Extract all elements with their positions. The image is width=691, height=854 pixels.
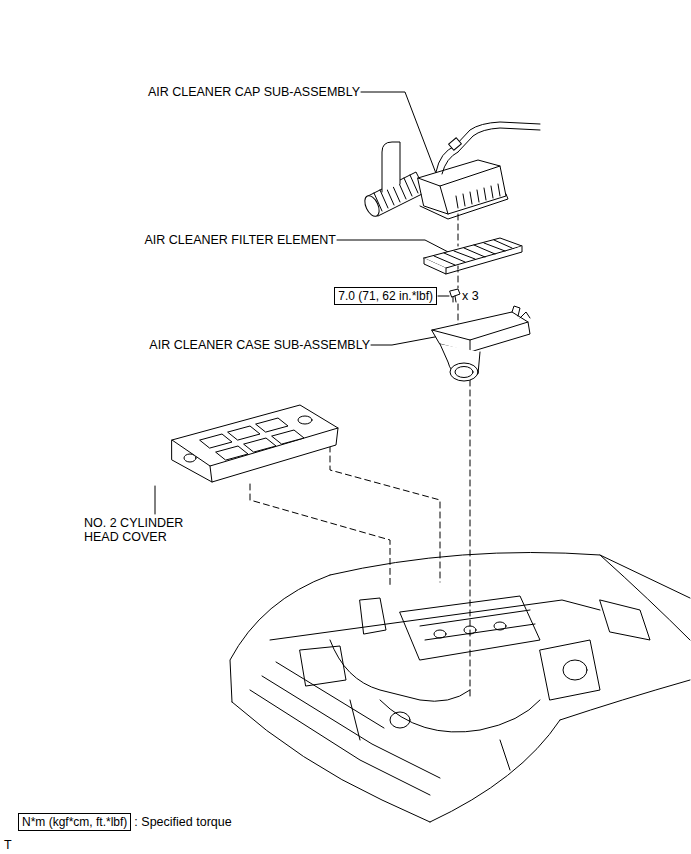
bolt-symbol [450,289,460,302]
engine-compartment-stroke [360,598,386,634]
assembly-lines-stroke [458,304,459,326]
air-cleaner-case-stroke [450,363,478,381]
air-cleaner-case-stroke [512,306,530,318]
engine-compartment-stroke [270,600,600,640]
figure-code: T [4,838,12,852]
engine-compartment-stroke [390,712,410,728]
part-name: AIR CLEANER CAP SUB-ASSEMBLY [148,85,360,99]
engine-compartment-stroke [330,553,690,599]
engine-compartment [230,553,690,823]
engine-compartment-stroke [330,640,470,701]
engine-compartment-stroke [464,626,476,634]
engine-compartment-stroke [434,630,446,638]
cylinder-head-cover-stroke [172,405,338,482]
cylinder-head-cover-stroke [200,418,304,460]
engine-compartment-stroke [600,555,690,640]
part-name: AIR CLEANER CASE SUB-ASSEMBLY [149,338,370,352]
leader-lines-stroke [438,296,449,297]
cylinder-head-cover [172,405,338,482]
engine-compartment-stroke [600,600,650,640]
air-cleaner-cap-stroke [449,138,462,151]
assembly-lines-stroke [458,266,459,288]
air-cleaner-cap-stroke [418,160,506,214]
box-text: N*m (kgf*cm, ft.*lbf) [22,815,127,829]
engine-compartment-stroke [560,680,690,720]
cylinder-head-cover-stroke [184,454,196,462]
air-cleaner-cap-stroke [420,194,508,219]
engine-compartment-stroke [540,640,600,700]
air-filter-element-stroke [424,246,522,274]
part-name: AIR CLEANER FILTER ELEMENT [145,233,336,247]
legend-box: N*m (kgf*cm, ft.*lbf) [18,813,131,831]
leader-lines-stroke [371,336,440,345]
air-cleaner-cap-stroke [418,166,500,214]
engine-compartment-stroke [430,720,560,822]
air-filter-element-stroke [434,240,512,265]
assembly-lines-stroke [250,484,390,585]
air-filter-element [424,238,522,274]
cylinder-head-cover-stroke [172,428,338,482]
air-cleaner-case-stroke [455,367,473,378]
engine-compartment-stroke [400,596,540,660]
quantity-label: x 3 [462,289,479,303]
legend-note: : Specified torque [134,815,231,829]
air-cleaner-cap-stroke [436,146,458,174]
air-cleaner-case [432,306,530,381]
engine-compartment-stroke [250,662,440,795]
air-cleaner-cap-stroke [362,193,382,218]
cylinder-head-cover-stroke [298,416,312,424]
air-cleaner-cap-stroke [456,184,500,208]
box-text: 7.0 (71, 62 in.*lbf) [338,289,433,303]
air-cleaner-cap [362,122,540,219]
engine-compartment-stroke [300,646,346,686]
engine-compartment-stroke [232,702,430,822]
assembly-lines-stroke [458,214,459,246]
assembly-lines-stroke [330,446,440,582]
engine-compartment-stroke [350,700,510,770]
leader-lines-stroke [337,240,452,254]
bolt-symbol-stroke [453,296,456,302]
leader-lines-stroke [155,486,156,514]
engine-compartment-stroke [380,700,540,732]
air-cleaner-cap-stroke [455,122,540,152]
air-cleaner-cap-stroke [382,142,400,192]
engine-compartment-stroke [420,610,535,640]
part-name: NO. 2 CYLINDER HEAD COVER [84,516,202,545]
engine-compartment-stroke [494,622,506,630]
torque-box: 7.0 (71, 62 in.*lbf) [334,287,437,305]
engine-compartment-stroke [563,660,587,680]
leader-lines [155,92,452,514]
